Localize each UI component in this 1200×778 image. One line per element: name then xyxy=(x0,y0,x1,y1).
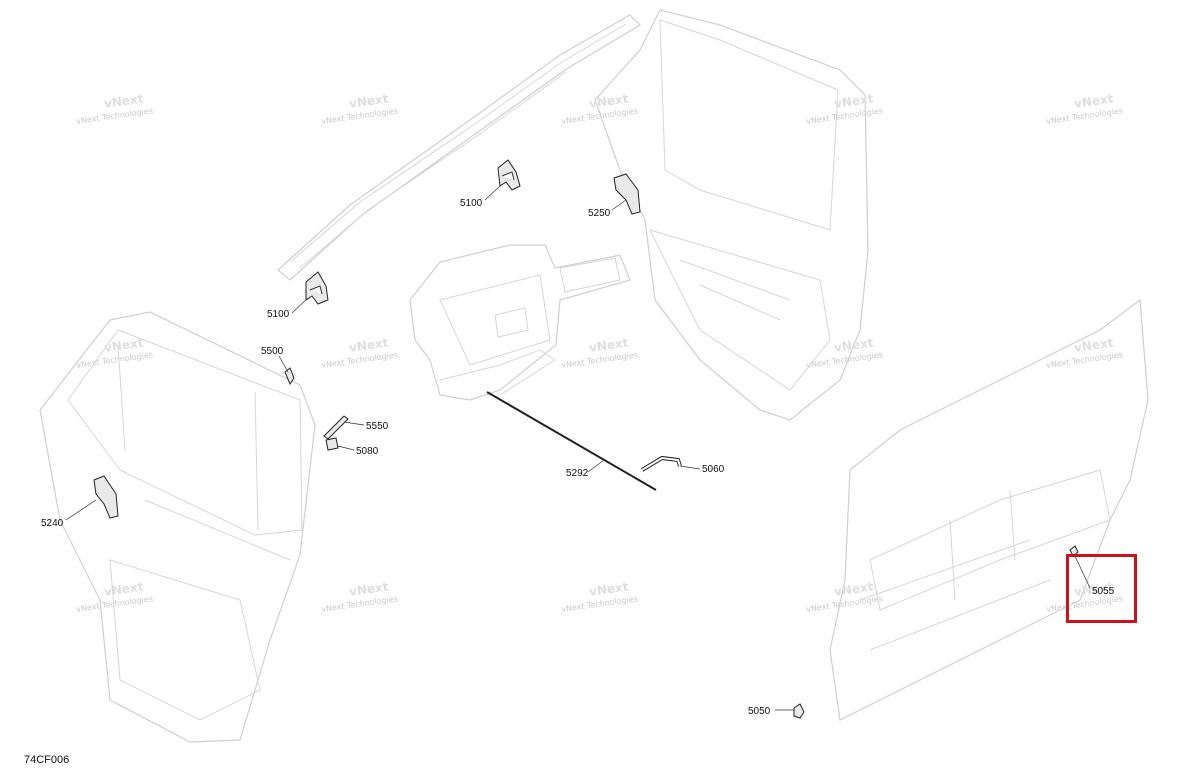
watermark-line1: vNext xyxy=(833,579,874,598)
watermark-line1: vNext xyxy=(348,335,389,354)
watermark-line1: vNext xyxy=(348,579,389,598)
watermark-line1: vNext xyxy=(348,91,389,110)
callout-5050[interactable]: 5050 xyxy=(748,706,771,717)
callout-5500[interactable]: 5500 xyxy=(261,346,284,357)
ghost-dashboard xyxy=(409,244,631,401)
watermark-line1: vNext xyxy=(1073,91,1114,110)
highlight-box-5055 xyxy=(1066,554,1137,623)
part-5500-clip[interactable] xyxy=(284,367,295,386)
part-5240-handle[interactable] xyxy=(93,475,119,519)
ghost-rear-panel xyxy=(829,298,1149,721)
watermark-line1: vNext xyxy=(833,335,874,354)
watermark-line1: vNext xyxy=(588,579,629,598)
watermark-line1: vNext xyxy=(103,579,144,598)
part-5250-handle[interactable] xyxy=(613,173,641,215)
callout-5055[interactable]: 5055 xyxy=(1092,586,1115,597)
part-5550-strip[interactable] xyxy=(323,415,349,440)
watermark-line1: vNext xyxy=(588,335,629,354)
callout-5100-lower[interactable]: 5100 xyxy=(267,309,290,320)
part-5100-hinge-upper[interactable] xyxy=(497,159,521,191)
callout-labels: 5100 5100 5250 5500 5550 5080 5240 5292 … xyxy=(41,198,1115,717)
callout-5240[interactable]: 5240 xyxy=(41,518,64,529)
part-5050-plug[interactable] xyxy=(793,703,805,719)
callout-5080[interactable]: 5080 xyxy=(356,446,379,457)
part-5292-rod[interactable] xyxy=(486,391,657,491)
part-5080-pad[interactable] xyxy=(325,437,339,451)
watermark-line1: vNext xyxy=(588,91,629,110)
leader-lines xyxy=(65,185,1091,711)
callout-5292[interactable]: 5292 xyxy=(566,468,589,479)
watermark-line1: vNext xyxy=(1073,579,1114,598)
ghost-left-door xyxy=(39,311,316,743)
watermark-line1: vNext xyxy=(103,335,144,354)
callout-5060[interactable]: 5060 xyxy=(702,464,725,475)
watermark-line1: vNext xyxy=(103,91,144,110)
ghost-windshield-frame xyxy=(277,14,641,281)
callout-5250[interactable]: 5250 xyxy=(588,208,611,219)
watermark-line1: vNext xyxy=(833,91,874,110)
drawing-code: 74CF006 xyxy=(24,754,69,766)
ghost-right-door xyxy=(594,9,869,421)
callout-5100-upper[interactable]: 5100 xyxy=(460,198,483,209)
part-5100-hinge-lower[interactable] xyxy=(305,271,329,305)
watermark-line1: vNext xyxy=(1073,335,1114,354)
callout-5550[interactable]: 5550 xyxy=(366,421,389,432)
part-5060-bent-rod[interactable] xyxy=(640,455,682,472)
